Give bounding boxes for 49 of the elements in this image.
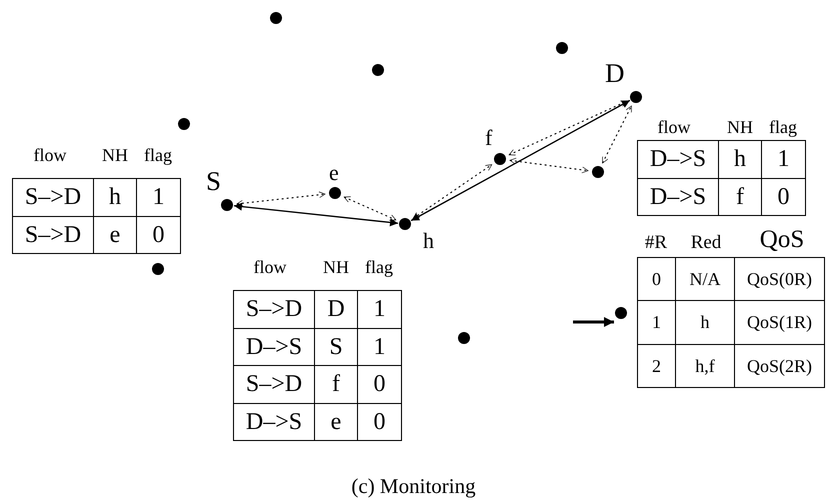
column-header: flow <box>252 258 288 276</box>
table-cell: 0 <box>637 257 676 302</box>
node-label: e <box>329 162 339 184</box>
table-cell: D–>S <box>637 140 719 178</box>
table-cell: D–>S <box>637 178 719 216</box>
node-dot <box>178 118 190 130</box>
node-dot <box>221 199 233 211</box>
table-cell: 0 <box>761 178 806 216</box>
table-cell: 0 <box>357 402 402 441</box>
table-cell: S–>D <box>233 290 315 328</box>
table-cell: QoS(2R) <box>734 344 825 388</box>
node-dot <box>152 263 164 275</box>
dotted-arrow <box>236 191 326 207</box>
dotted-arrow <box>602 105 632 164</box>
node-dot <box>329 187 341 199</box>
arrow <box>410 100 630 222</box>
node-dot <box>399 218 411 230</box>
node-dot <box>372 64 384 76</box>
table-cell: 1 <box>357 290 402 328</box>
node-label: D <box>605 60 624 87</box>
dotted-arrow <box>508 100 628 156</box>
table-cell: 0 <box>136 216 181 254</box>
column-header: Red <box>690 233 722 252</box>
column-header: QoS <box>758 227 806 252</box>
arrow <box>234 202 398 226</box>
dotted-arrow <box>344 196 396 221</box>
node-dot <box>556 42 568 54</box>
table-cell: D–>S <box>233 402 315 441</box>
node-dot <box>270 12 282 24</box>
arrow <box>573 317 614 327</box>
column-header: flow <box>32 146 68 164</box>
table-cell: 2 <box>637 344 676 388</box>
table-cell: S–>D <box>12 178 94 216</box>
node-dot <box>494 153 506 165</box>
node-label: S <box>206 168 222 195</box>
column-header: flow <box>656 118 692 136</box>
node-dot <box>615 307 627 319</box>
node-dot <box>458 332 470 344</box>
node-label: h <box>423 230 434 252</box>
dotted-arrow <box>412 164 492 219</box>
node-label: f <box>485 127 492 149</box>
node-dot <box>592 166 604 178</box>
table-cell: 1 <box>761 140 806 178</box>
table-cell: S–>D <box>12 216 94 254</box>
caption: (c) Monitoring <box>350 476 477 497</box>
table-cell: QoS(0R) <box>734 257 825 302</box>
table-cell: 1 <box>136 178 181 216</box>
dotted-arrow <box>509 158 589 174</box>
node-dot <box>630 91 642 103</box>
